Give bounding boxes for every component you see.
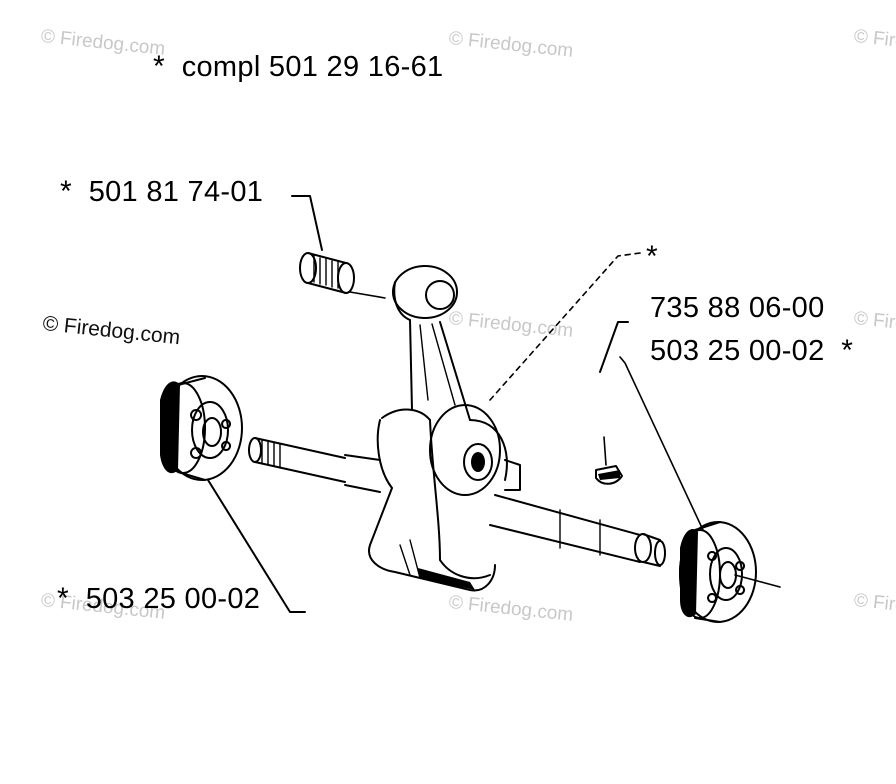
label-needle-bearing: * 501 81 74-01 [60, 175, 263, 209]
right-shaft [489, 494, 666, 567]
label-assembly: * compl 501 29 16-61 [153, 50, 443, 84]
leader-key [599, 321, 629, 373]
leader-right-bearing [619, 356, 704, 531]
woodruff-key [595, 465, 623, 485]
right-bearing-part-number: 503 25 00-02 [650, 335, 825, 367]
label-right-bearing: 503 25 00-02 * [650, 334, 853, 368]
asterisk: * [646, 240, 658, 273]
connecting-rod [392, 265, 471, 421]
leader-key-below [603, 436, 607, 466]
axis-line [349, 291, 386, 299]
asterisk: * [57, 582, 69, 615]
label-crank-pin: * [646, 240, 658, 274]
key-part-number: 735 88 06-00 [650, 292, 825, 324]
left-ball-bearing [160, 375, 243, 481]
crank-webs [368, 404, 521, 592]
asterisk: * [841, 334, 854, 367]
leader-needle-bearing [291, 195, 323, 251]
asterisk: * [60, 175, 72, 208]
asterisk: * [153, 50, 165, 83]
right-ball-bearing [679, 521, 757, 623]
left-bearing-part-number: 503 25 00-02 [85, 583, 261, 615]
needle-bearing [299, 252, 355, 294]
needle-bearing-part-number: 501 81 74-01 [88, 176, 264, 208]
left-shaft [248, 437, 381, 493]
assembly-part-number: compl 501 29 16-61 [181, 51, 444, 83]
label-key: 735 88 06-00 [650, 292, 825, 325]
leader-left-bearing [207, 479, 306, 613]
label-left-bearing: * 503 25 00-02 [57, 582, 260, 616]
leader-crank-pin [489, 252, 641, 401]
shading [160, 381, 698, 618]
